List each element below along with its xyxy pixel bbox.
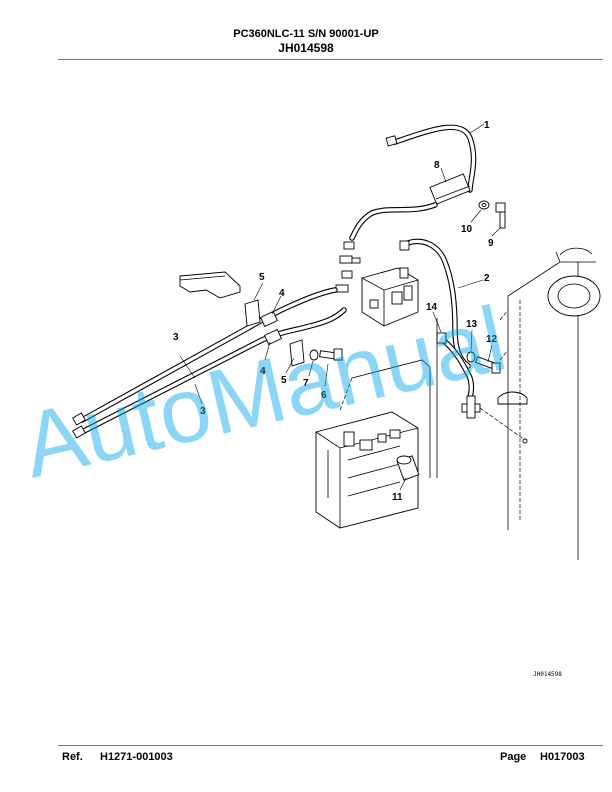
callout-12: 12 (486, 334, 498, 345)
callout-14: 14 (426, 302, 438, 313)
machine-frame (499, 247, 601, 560)
callout-11: 11 (392, 492, 403, 503)
callout-7: 7 (303, 378, 309, 389)
callout-5-upper: 5 (259, 272, 265, 283)
bolt-6 (319, 348, 343, 361)
callout-9: 9 (488, 238, 494, 249)
callout-8: 8 (434, 160, 440, 171)
drawing-id-label: JH014598 (533, 671, 562, 678)
callout-3-upper: 3 (173, 332, 179, 343)
footer-rule (58, 745, 603, 746)
callout-10: 10 (461, 224, 473, 235)
callouts: 1 2 3 3 4 4 5 5 6 7 8 9 10 11 12 13 14 (173, 120, 498, 503)
ref-value: H1271-001003 (100, 751, 173, 763)
callout-3-lower: 3 (200, 406, 206, 417)
callout-6: 6 (321, 390, 327, 401)
adapter-11 (396, 455, 420, 481)
bolt-9 (495, 202, 506, 229)
washer-7 (309, 349, 319, 361)
clamp-4-lower (263, 328, 283, 346)
model-title: PC360NLC-11 S/N 90001-UP (233, 28, 379, 40)
page-label: Page (500, 751, 527, 763)
clamp-4-upper (259, 310, 279, 328)
bolt-12 (475, 356, 501, 374)
protector-sleeve-8 (429, 173, 471, 205)
parts-diagram: 1 2 3 3 4 4 5 5 6 7 8 9 10 11 12 13 14 J… (14, 120, 601, 678)
fitting-13 (466, 351, 476, 363)
ref-label: Ref. (62, 751, 83, 763)
callout-4-lower: 4 (260, 366, 266, 377)
washer-10 (478, 200, 490, 210)
callout-13: 13 (466, 319, 478, 330)
mounting-panel (339, 318, 438, 478)
mounting-bracket (179, 271, 241, 299)
clamp-right (497, 391, 528, 405)
tee-fitting (461, 395, 528, 444)
fitting-stack (335, 241, 361, 293)
leader-lines (179, 123, 501, 491)
hose-1 (385, 124, 477, 193)
page-header: PC360NLC-11 S/N 90001-UP JH014598 (0, 28, 612, 55)
drawing-number: JH014598 (278, 41, 334, 55)
hose-2 (399, 238, 471, 369)
header-rule (58, 59, 603, 60)
page-value: H017003 (540, 751, 585, 763)
callout-2: 2 (484, 273, 490, 284)
tank-box (315, 411, 419, 529)
hose-upper-left (349, 202, 438, 241)
plate-5-upper (244, 299, 261, 327)
callout-4-upper: 4 (279, 288, 285, 299)
callout-5-lower: 5 (281, 375, 287, 386)
callout-1: 1 (484, 120, 490, 131)
valve-block (361, 267, 419, 327)
hose-14 (436, 332, 475, 401)
